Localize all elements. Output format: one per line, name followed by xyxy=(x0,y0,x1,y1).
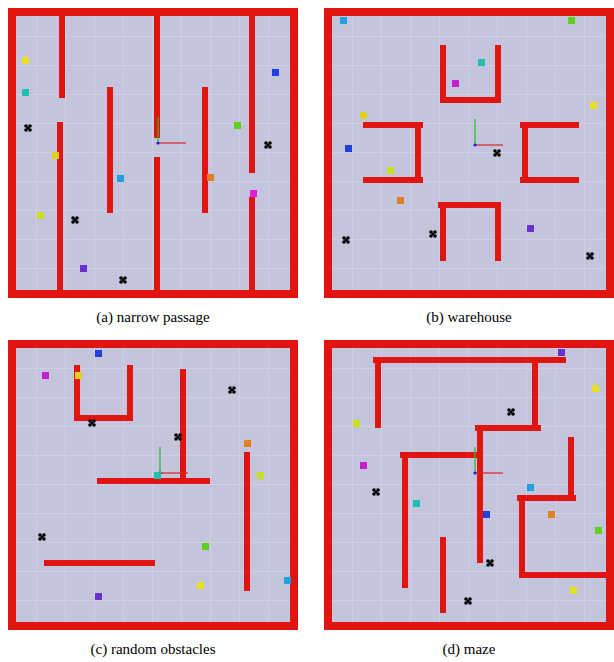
narrow-passage-map xyxy=(8,8,298,298)
panel-caption: (d) maze xyxy=(324,641,614,658)
panel-caption: (a) narrow passage xyxy=(8,309,298,326)
random-obstacles-map xyxy=(8,340,298,630)
panel-caption: (b) warehouse xyxy=(324,309,614,326)
panel-caption: (c) random obstacles xyxy=(8,641,298,658)
warehouse-map xyxy=(324,8,614,298)
maze-map xyxy=(324,340,614,630)
